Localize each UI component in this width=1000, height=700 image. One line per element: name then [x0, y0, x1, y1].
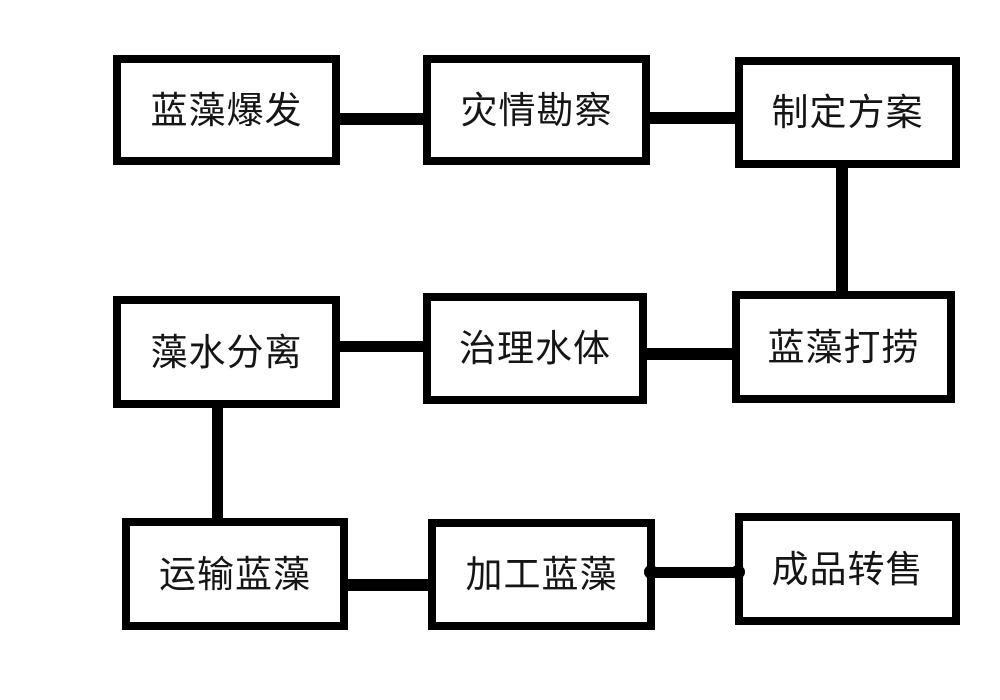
- flow-node-label: 加工蓝藻: [465, 554, 618, 595]
- flow-node-label: 制定方案: [771, 92, 924, 133]
- flow-node-salvage: 蓝藻打捞: [732, 291, 955, 403]
- flow-node-label: 运输蓝藻: [159, 553, 311, 595]
- connector-salvage-treat-water: [643, 348, 736, 360]
- flow-node-plan: 制定方案: [735, 57, 960, 168]
- flow-node-label: 蓝藻爆发: [150, 89, 303, 131]
- flow-node-survey: 灾情勘察: [423, 55, 650, 165]
- flow-node-treat-water: 治理水体: [423, 293, 647, 404]
- flow-node-transport: 运输蓝藻: [122, 518, 348, 630]
- flow-node-label: 蓝藻打捞: [767, 326, 920, 368]
- connector-separation-transport: [212, 404, 223, 526]
- connector-process-resale: [650, 567, 739, 578]
- flow-node-process: 加工蓝藻: [428, 519, 655, 630]
- flow-node-label: 成品转售: [771, 548, 924, 590]
- connector-treat-water-separation: [334, 341, 427, 352]
- connector-plan-salvage: [836, 163, 848, 297]
- flow-node-separation: 藻水分离: [113, 296, 340, 408]
- connector-outbreak-survey: [336, 113, 428, 125]
- flow-node-label: 治理水体: [459, 328, 611, 369]
- flow-node-label: 灾情勘察: [460, 89, 613, 131]
- connector-endpoint-dot: [731, 565, 745, 579]
- flow-node-resale: 成品转售: [735, 513, 960, 625]
- flow-node-label: 藻水分离: [150, 331, 303, 373]
- connector-transport-process: [342, 579, 432, 591]
- connector-endpoint-dot: [644, 565, 658, 579]
- connector-survey-plan: [646, 112, 739, 124]
- flow-node-outbreak: 蓝藻爆发: [113, 55, 340, 165]
